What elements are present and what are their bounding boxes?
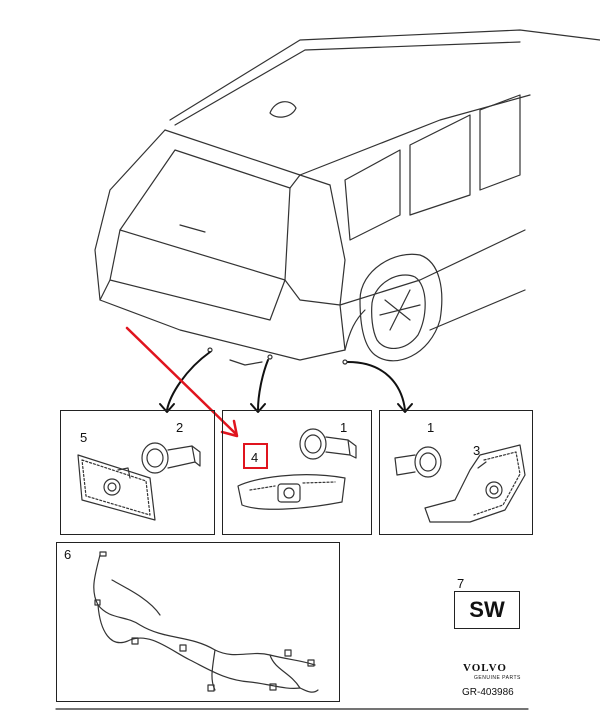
callout-2: 2	[176, 420, 184, 435]
panel-right	[379, 410, 533, 535]
connector-lines	[159, 351, 413, 413]
highlight-arrow	[125, 326, 239, 438]
harness-6-drawing	[93, 551, 319, 693]
callout-6: 6	[64, 547, 72, 562]
sensor-1-drawing-middle	[299, 428, 357, 460]
panel-left	[60, 410, 215, 535]
callout-3: 3	[473, 443, 481, 458]
bracket-5-drawing	[77, 454, 156, 521]
software-label: SW	[469, 597, 505, 622]
brand-tagline: GENUINE PARTS	[474, 675, 521, 681]
bracket-3-drawing	[424, 444, 526, 523]
drawing-code: GR-403986	[462, 687, 514, 698]
vehicle-illustration	[94, 29, 600, 366]
sensor-2-drawing	[141, 442, 201, 474]
sensor-1-drawing-right	[394, 446, 442, 478]
panel-middle	[222, 410, 372, 535]
software-box: SW	[454, 591, 520, 629]
callout-4-highlight	[243, 443, 268, 469]
callout-5: 5	[80, 430, 88, 445]
volvo-logo: VOLVO	[463, 662, 507, 674]
panel-harness	[56, 542, 340, 702]
callout-4: 4	[251, 450, 259, 465]
callout-1-middle: 1	[340, 420, 348, 435]
callout-1-right: 1	[427, 420, 435, 435]
bracket-4-drawing	[237, 474, 346, 510]
callout-7: 7	[457, 576, 465, 591]
